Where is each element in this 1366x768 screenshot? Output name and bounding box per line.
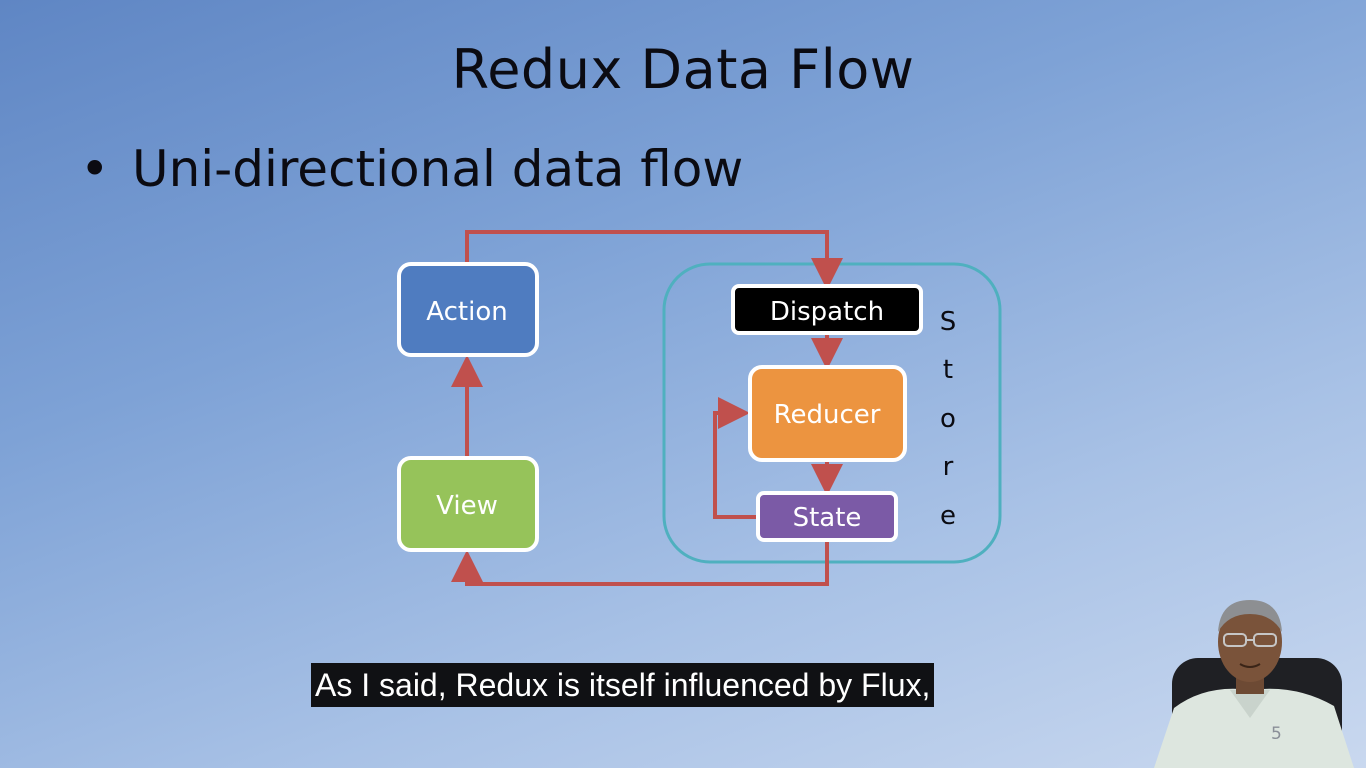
dispatch-label: Dispatch [770,297,884,327]
slide-number: 5 [1271,724,1282,744]
video-caption: As I said, Redux is itself influenced by… [311,663,935,707]
store-letter-r: r [943,452,954,482]
presenter-video [1154,600,1354,768]
bullet-point: • Uni-directional data flow [80,140,743,198]
state-node: State [756,491,898,542]
view-node: View [397,456,539,552]
dispatch-node: Dispatch [731,284,923,335]
store-letter-e: e [940,501,956,531]
store-letter-s: S [940,307,957,337]
flow-arrows [451,230,843,586]
bullet-dot-icon: • [80,140,110,198]
store-label: S t o r e [940,307,957,531]
store-letter-t: t [943,355,953,385]
slide-title: Redux Data Flow [451,38,915,101]
bullet-text: Uni-directional data flow [132,140,744,198]
arrow-state-to-reducer [713,397,760,519]
store-letter-o: o [940,404,956,434]
arrow-state-to-view [451,540,829,586]
reducer-node: Reducer [748,365,907,462]
state-label: State [793,503,862,533]
arrow-action-to-dispatch [465,230,843,290]
action-label: Action [426,297,507,327]
reducer-label: Reducer [774,400,881,430]
view-label: View [436,491,498,521]
action-node: Action [397,262,539,357]
